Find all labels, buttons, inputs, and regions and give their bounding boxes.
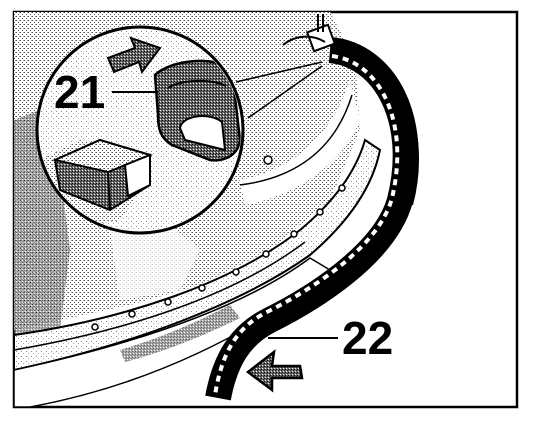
- seat-block: [51, 138, 154, 212]
- door-rim: [14, 138, 382, 372]
- door-seal-gasket-edge: [344, 43, 419, 206]
- door-seal-gasket-highlight: [213, 54, 400, 396]
- magnifier-leader-lines: [235, 61, 323, 119]
- rim-rivets: [91, 155, 346, 331]
- tub-highlight: [110, 225, 200, 300]
- push-arrow-icon: [245, 349, 304, 393]
- door-arc: [282, 35, 326, 46]
- gasket-clip: [305, 14, 337, 53]
- callout-22: 22: [268, 312, 393, 364]
- callout-21: 21: [54, 66, 158, 118]
- callout-22-label: 22: [342, 312, 393, 364]
- door-rim-inner: [14, 241, 306, 351]
- base-plate-shade: [120, 305, 240, 362]
- door-panel: [240, 80, 360, 205]
- clip-part-21: [153, 59, 241, 162]
- door-seal-gasket: [205, 37, 419, 401]
- callout-21-label: 21: [54, 66, 105, 118]
- magnified-detail: [35, 25, 245, 235]
- insertion-arrow-icon: [106, 36, 162, 75]
- door-curve: [239, 94, 353, 186]
